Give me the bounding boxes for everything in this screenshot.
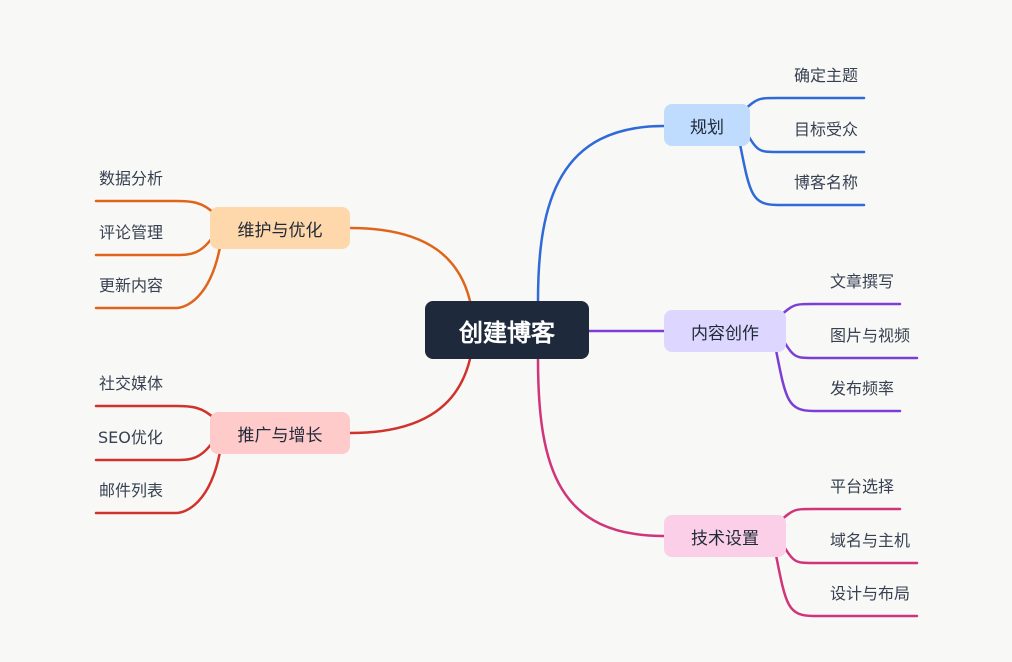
- leaf-publish-frequency[interactable]: 发布频率: [830, 379, 895, 398]
- root-node[interactable]: 创建博客: [425, 301, 589, 359]
- connector-tech: [536, 357, 666, 538]
- branch-tech-setup[interactable]: 技术设置: [664, 515, 786, 557]
- leaf-images-video[interactable]: 图片与视频: [830, 326, 911, 345]
- leaf-comment-management[interactable]: 评论管理: [99, 223, 164, 242]
- leaf-connector-planning-0: [742, 96, 866, 112]
- leaf-connector-content-2: [774, 348, 902, 413]
- leaf-update-content[interactable]: 更新内容: [99, 276, 164, 295]
- leaf-connector-content-0: [778, 302, 902, 318]
- leaf-mailing-list[interactable]: 邮件列表: [99, 481, 164, 500]
- branch-planning[interactable]: 规划: [664, 104, 750, 146]
- branch-content-creation[interactable]: 内容创作: [664, 310, 786, 352]
- connector-planning: [536, 124, 666, 303]
- connector-maintenance: [348, 226, 472, 303]
- leaf-connector-maintenance-0: [94, 199, 218, 217]
- leaf-design-layout[interactable]: 设计与布局: [830, 584, 911, 603]
- leaf-target-audience[interactable]: 目标受众: [794, 120, 859, 139]
- branch-promotion[interactable]: 推广与增长: [210, 412, 350, 454]
- leaf-data-analysis[interactable]: 数据分析: [99, 169, 164, 188]
- leaf-connector-tech-2: [774, 553, 919, 618]
- leaf-connector-promotion-2: [94, 450, 222, 515]
- leaf-connector-promotion-0: [94, 404, 218, 422]
- leaf-connector-maintenance-2: [94, 245, 222, 310]
- leaf-seo[interactable]: SEO优化: [98, 428, 163, 447]
- leaf-connector-planning-2: [738, 142, 866, 207]
- connector-promotion: [348, 357, 472, 435]
- branch-maintenance[interactable]: 维护与优化: [210, 207, 350, 249]
- leaf-blog-name[interactable]: 博客名称: [794, 173, 859, 192]
- leaf-confirm-topic[interactable]: 确定主题: [794, 66, 859, 85]
- leaf-article-writing[interactable]: 文章撰写: [830, 272, 895, 291]
- leaf-domain-hosting[interactable]: 域名与主机: [830, 531, 911, 550]
- leaf-social-media[interactable]: 社交媒体: [99, 374, 164, 393]
- leaf-platform-choice[interactable]: 平台选择: [830, 477, 895, 496]
- leaf-connector-tech-0: [778, 507, 902, 523]
